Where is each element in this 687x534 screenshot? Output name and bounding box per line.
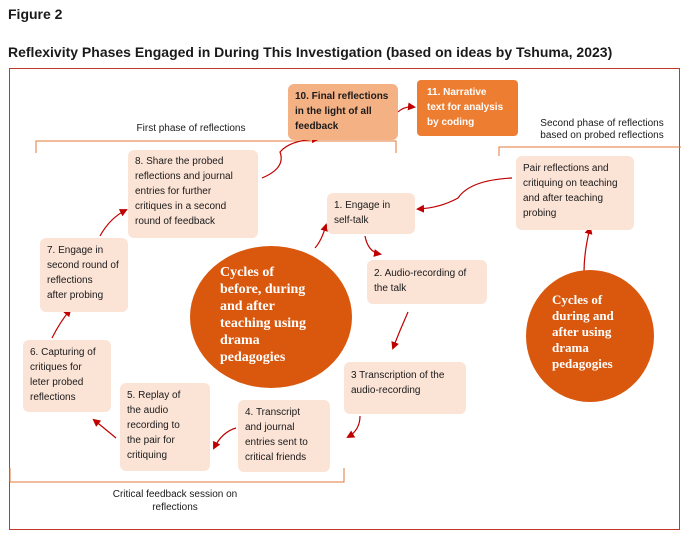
critical-session-label-line1: Critical feedback session on <box>112 489 238 500</box>
arrow-step6-to-step7 <box>51 308 72 339</box>
second-phase-label: Second phase of reflections based on pro… <box>528 118 676 142</box>
step-6-line: reflections <box>30 392 76 403</box>
arrow-pair-to-step1 <box>416 177 513 213</box>
step-7-line: reflections <box>47 275 93 286</box>
arrow-step5-to-step6 <box>92 418 117 439</box>
step-10-line: in the light of all <box>295 106 372 117</box>
arrow-step3-to-step4 <box>346 415 361 439</box>
pair-reflections-line: and after teaching <box>523 193 604 204</box>
step-4-line: critical friends <box>245 452 307 463</box>
step-1-line: 1. Engage in <box>334 200 391 211</box>
main-cycle-line: drama <box>220 333 260 348</box>
main-cycle-line: and after <box>220 299 275 314</box>
step-8-line: critiques in a second <box>135 201 227 212</box>
step-8-box: 8. Share the probed reflections and jour… <box>128 150 258 238</box>
pair-reflections-line: critiquing on teaching <box>523 178 618 189</box>
main-cycle-line: pedagogies <box>220 350 286 365</box>
step-4-line: 4. Transcript <box>245 407 301 418</box>
step-7-line: after probing <box>47 290 104 301</box>
arrow-step10-to-step11 <box>397 102 416 113</box>
step-2-line: 2. Audio-recording of <box>374 268 467 279</box>
step-4-line: entries sent to <box>245 437 308 448</box>
step-5-line: critiquing <box>127 450 168 461</box>
second-cycle-line: after using <box>552 324 612 339</box>
step-8-line: reflections and journal <box>135 171 233 182</box>
arrow-step8-to-step10 <box>261 135 320 179</box>
arrow-step2-to-step3 <box>391 311 409 350</box>
step-5-box: 5. Replay of the audio recording to the … <box>120 383 210 471</box>
arrow-circle2-to-pair <box>583 226 593 273</box>
figure-label: Figure 2 <box>8 6 63 22</box>
step-8-line: entries for further <box>135 186 212 197</box>
step-7-box: 7. Engage in second round of reflections… <box>40 238 128 312</box>
second-phase-bracket <box>498 146 681 156</box>
step-6-box: 6. Capturing of critiques for leter prob… <box>23 340 111 412</box>
pair-reflections-line: probing <box>523 208 557 219</box>
second-cycle-line: drama <box>552 340 589 355</box>
first-phase-label: First phase of reflections <box>136 123 246 134</box>
second-phase-label-line1: Second phase of reflections <box>540 118 664 129</box>
second-cycle-line: pedagogies <box>552 356 613 371</box>
step-5-line: 5. Replay of <box>127 390 181 401</box>
arrow-step7-to-step8 <box>99 209 128 237</box>
pair-reflections-box: Pair reflections and critiquing on teach… <box>516 156 634 230</box>
diagram-frame <box>9 68 680 530</box>
critical-session-bracket <box>9 468 345 483</box>
step-11-line: text for analysis <box>427 102 504 113</box>
arrow-step1-to-step2 <box>364 235 382 257</box>
step-11-box: 11. Narrative text for analysis by codin… <box>417 80 518 136</box>
step-6-line: leter probed <box>30 377 84 388</box>
main-cycle-line: Cycles of <box>220 265 275 280</box>
step-8-line: 8. Share the probed <box>135 156 224 167</box>
main-cycle-line: before, during <box>220 282 306 297</box>
step-11-line: 11. Narrative <box>427 87 487 98</box>
step-8-line: round of feedback <box>135 216 216 227</box>
step-1-line: self-talk <box>334 215 369 226</box>
step-7-line: 7. Engage in <box>47 245 104 256</box>
step-11-line: by coding <box>427 117 475 128</box>
step-2-line: the talk <box>374 283 407 294</box>
step-5-line: the audio <box>127 405 169 416</box>
second-cycle-circle: Cycles of during and after using drama p… <box>526 270 654 402</box>
step-3-line: audio-recording <box>351 385 421 396</box>
step-1-box: 1. Engage in self-talk <box>327 193 415 234</box>
step-6-line: critiques for <box>30 362 82 373</box>
step-2-box: 2. Audio-recording of the talk <box>367 260 487 304</box>
step-4-line: and journal <box>245 422 295 433</box>
second-cycle-line: during and <box>552 308 614 323</box>
arrow-step4-to-step5 <box>213 427 237 450</box>
step-5-line: the pair for <box>127 435 175 446</box>
arrow-circle-to-step1 <box>314 223 329 249</box>
step-3-box: 3 Transcription of the audio-recording <box>344 362 466 414</box>
step-4-box: 4. Transcript and journal entries sent t… <box>238 400 330 472</box>
pair-reflections-line: Pair reflections and <box>523 163 609 174</box>
step-10-line: feedback <box>295 121 339 132</box>
step-10-line: 10. Final reflections <box>295 91 389 102</box>
critical-session-label-line2: reflections <box>152 502 198 513</box>
main-cycle-circle: Cycles of before, during and after teach… <box>190 246 352 388</box>
second-phase-label-line2: based on probed reflections <box>540 130 664 141</box>
second-cycle-line: Cycles of <box>552 292 603 307</box>
main-cycle-line: teaching using <box>220 316 306 331</box>
figure-title: Reflexivity Phases Engaged in During Thi… <box>8 44 613 60</box>
first-phase-bracket <box>35 140 397 153</box>
step-10-box: 10. Final reflections in the light of al… <box>288 84 398 140</box>
step-6-line: 6. Capturing of <box>30 347 96 358</box>
critical-session-label: Critical feedback session on reflections <box>105 488 245 514</box>
step-5-line: recording to <box>127 420 180 431</box>
step-3-line: 3 Transcription of the <box>351 370 445 381</box>
step-7-line: second round of <box>47 260 119 271</box>
